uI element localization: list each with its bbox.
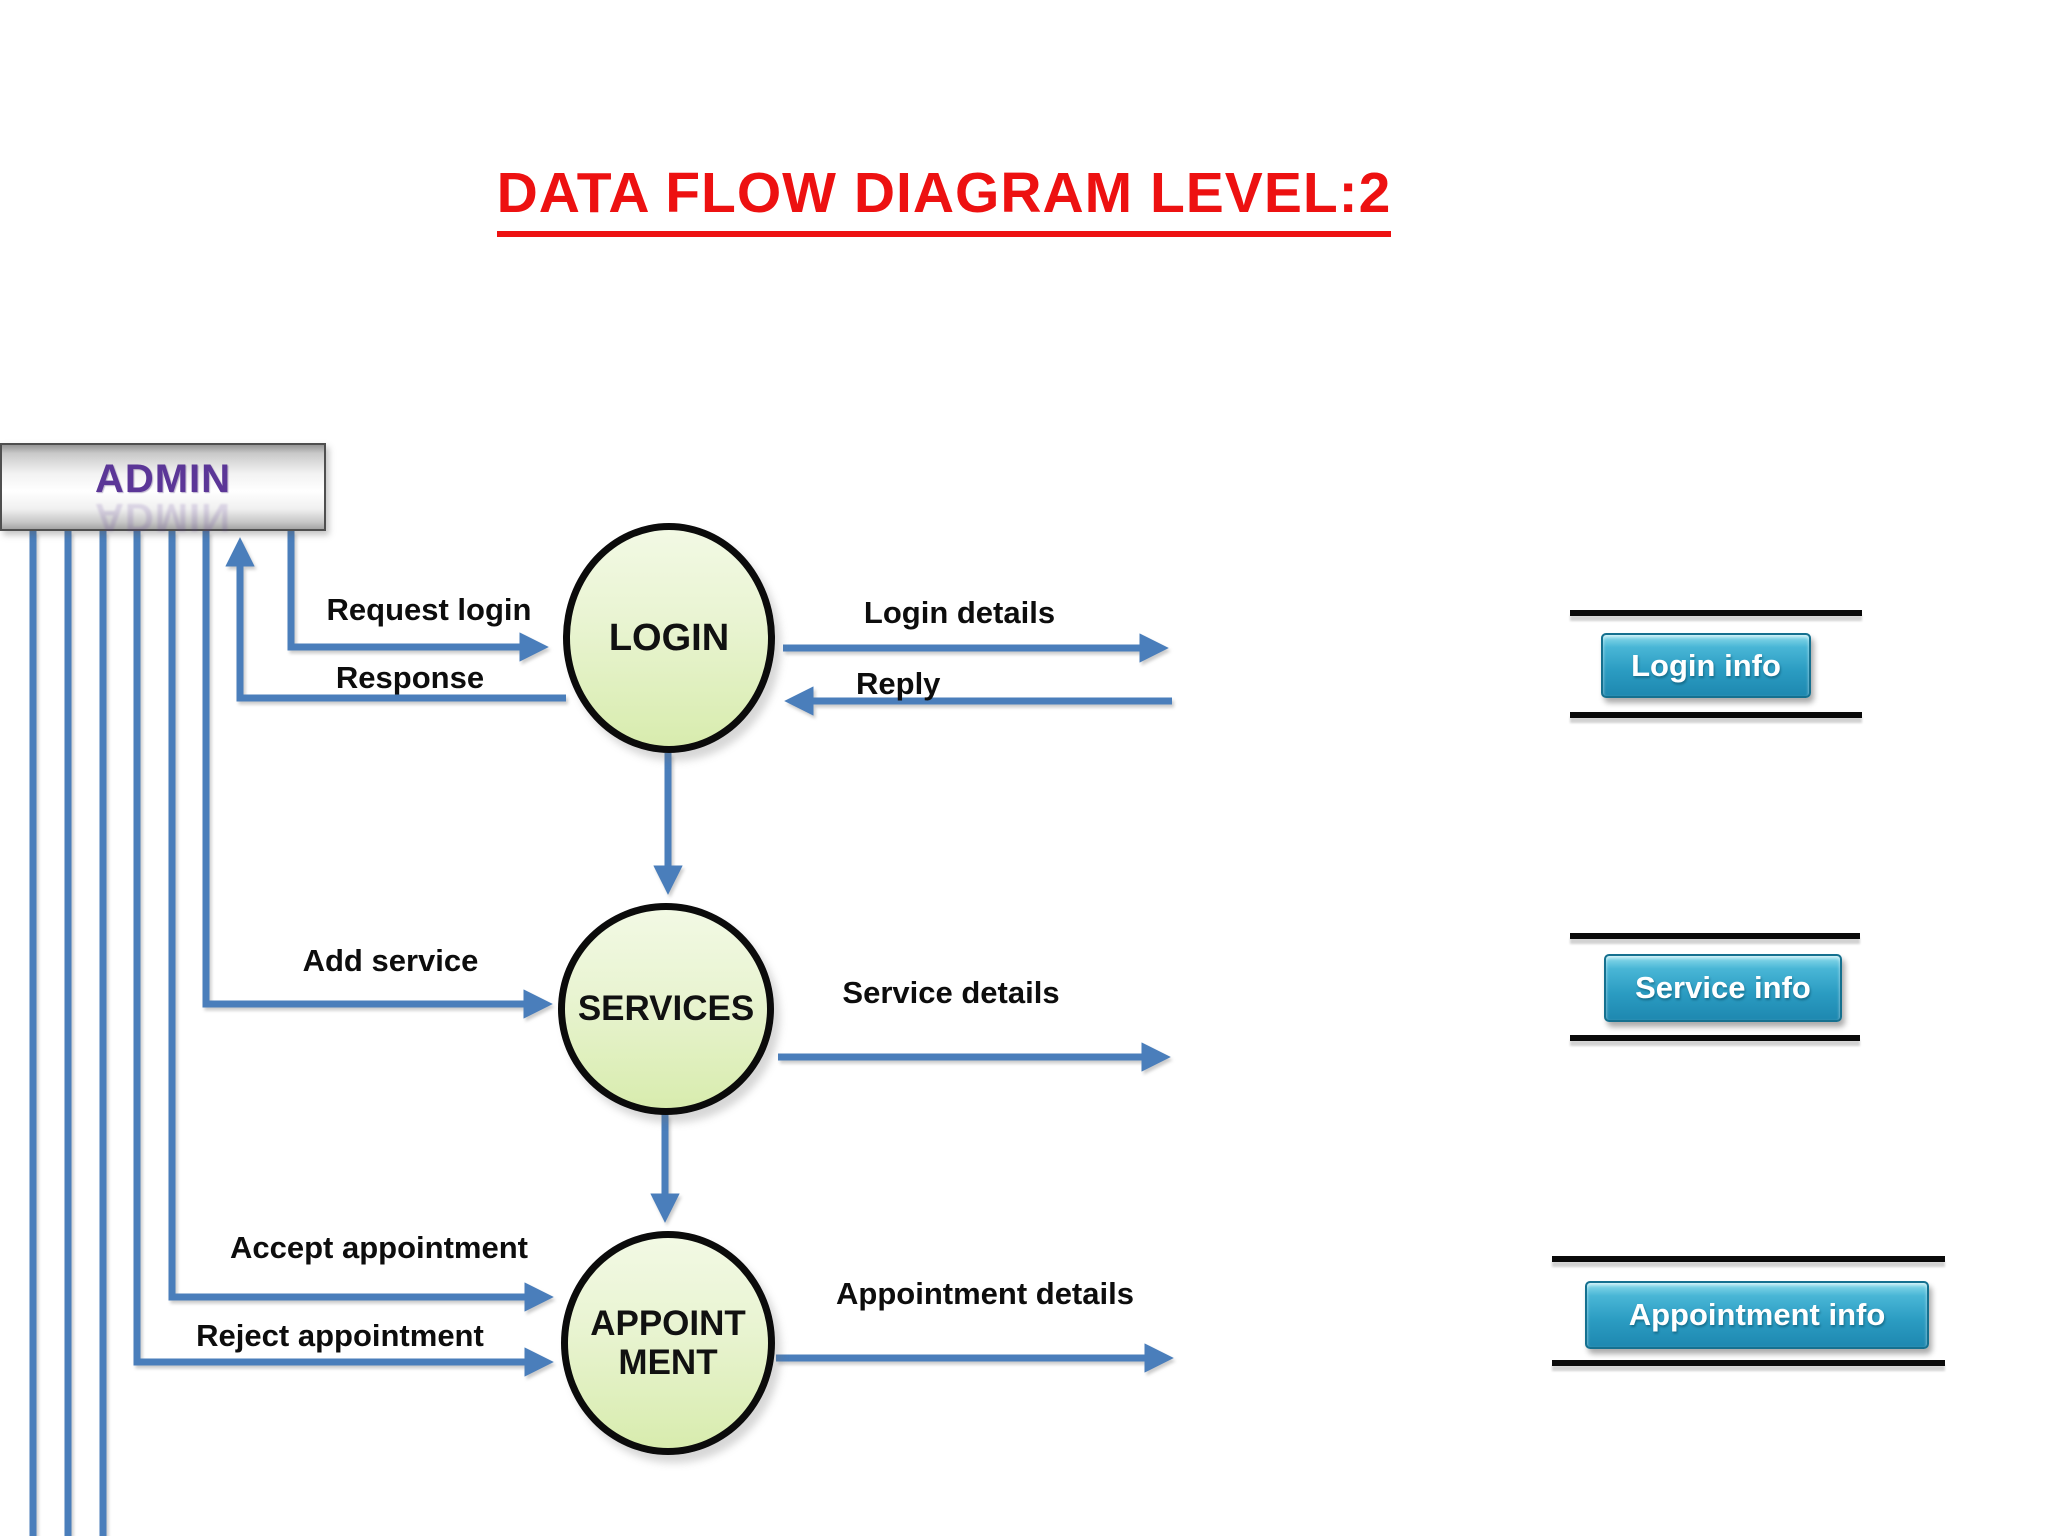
store-login-info-top-line	[1570, 610, 1862, 616]
process-appointment: APPOINT MENT	[561, 1231, 775, 1455]
process-appointment-label: APPOINT MENT	[590, 1303, 746, 1382]
page-title: DATA FLOW DIAGRAM LEVEL:2	[420, 160, 1468, 237]
store-service-info-top-line	[1570, 933, 1860, 939]
flow-reject-appointment-line	[133, 531, 554, 1377]
flow-login-details-label: Login details	[863, 595, 1056, 630]
flow-reject-appointment-label: Reject appointment	[196, 1318, 484, 1353]
store-appointment-info: Appointment info	[1585, 1281, 1929, 1349]
store-appointment-info-label: Appointment info	[1628, 1297, 1886, 1332]
flow-add-service-label: Add service	[302, 943, 479, 978]
store-login-info: Login info	[1601, 633, 1811, 698]
store-login-info-bottom-line	[1570, 712, 1862, 718]
store-appointment-info-top-line	[1552, 1256, 1945, 1262]
store-appointment-info-bottom-line	[1552, 1360, 1945, 1366]
admin-entity-box: ADMIN ADMIN	[0, 443, 326, 539]
page-title-text: DATA FLOW DIAGRAM LEVEL:2	[496, 160, 1392, 237]
process-login: LOGIN	[563, 523, 775, 753]
store-service-info: Service info	[1604, 954, 1842, 1022]
flow-request-login-label: Request login	[326, 592, 532, 627]
flow-appointment-details-label: Appointment details	[836, 1276, 1134, 1311]
process-login-label: LOGIN	[608, 616, 730, 659]
flow-accept-appointment-line	[168, 531, 554, 1312]
store-service-info-bottom-line	[1570, 1035, 1860, 1041]
flow-response-line	[225, 537, 566, 702]
admin-entity-label: ADMIN	[94, 457, 232, 501]
store-service-info-label: Service info	[1635, 970, 1811, 1005]
flow-reply-label: Reply	[856, 666, 941, 701]
process-services-label: SERVICES	[577, 989, 755, 1029]
process-services: SERVICES	[558, 903, 774, 1115]
store-login-info-label: Login info	[1631, 647, 1781, 683]
flow-accept-appointment-label: Accept appointment	[230, 1230, 528, 1265]
flow-add-service-line	[202, 531, 553, 1019]
flow-response-label: Response	[335, 660, 485, 695]
flow-service-details-label: Service details	[842, 975, 1060, 1010]
admin-entity-label-reflection: ADMIN	[94, 495, 232, 539]
flow-request-login-line	[287, 531, 549, 662]
